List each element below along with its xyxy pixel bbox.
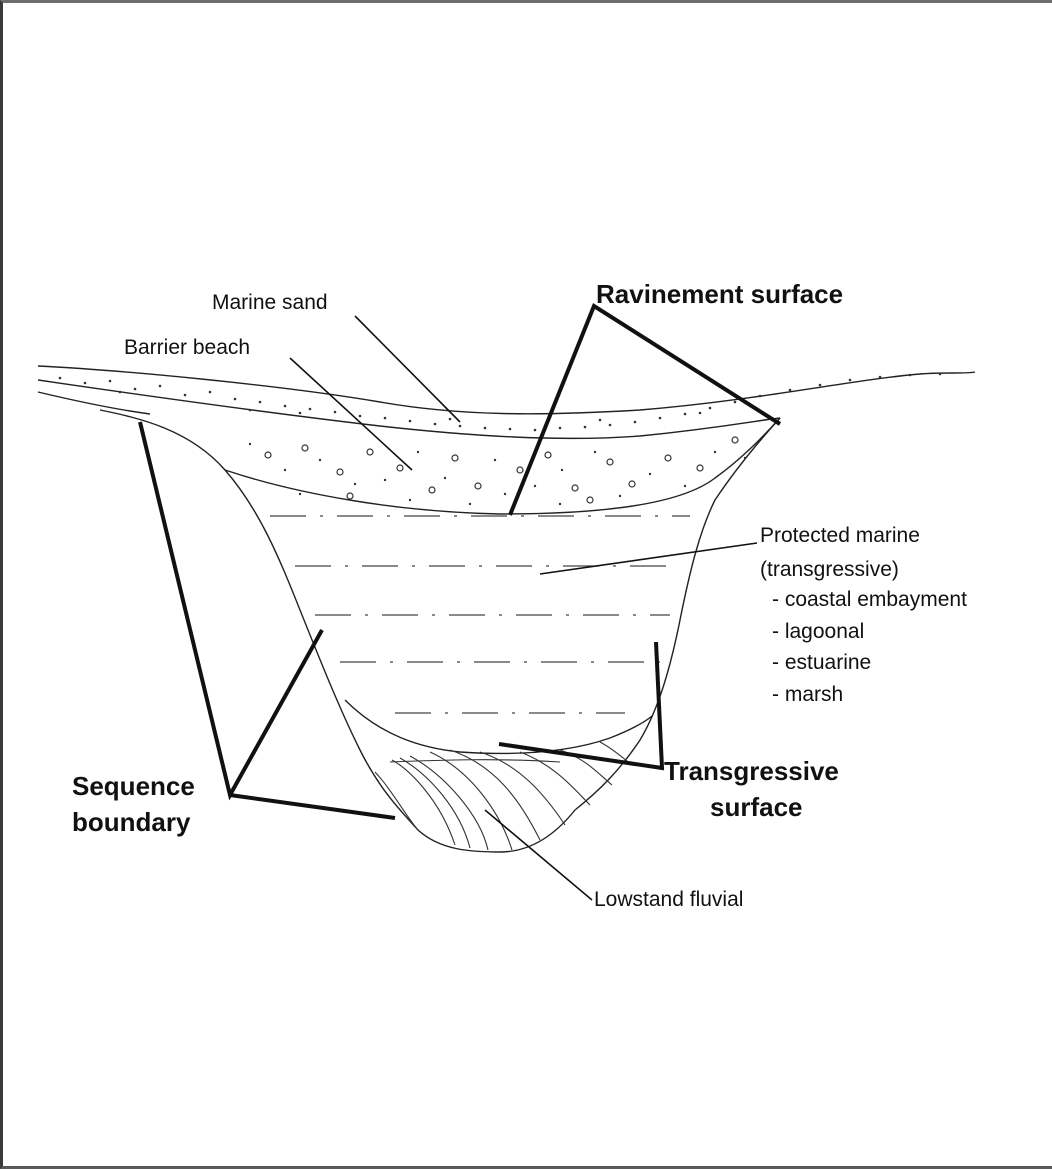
- ravinement-line: [225, 418, 780, 514]
- marine-sand-label: Marine sand: [212, 291, 328, 314]
- marine-sand-top: [38, 366, 975, 414]
- protected-marine-dashes: [270, 516, 690, 713]
- marine-sand-base: [38, 392, 150, 414]
- ravinement-surface-label: Ravinement surface: [596, 279, 843, 309]
- transgressive-surface-callout: [499, 642, 662, 768]
- sequence-label: Sequence: [72, 771, 195, 801]
- lowstand-fluvial-label: Lowstand fluvial: [594, 888, 743, 911]
- sub-item-lagoonal: - lagoonal: [772, 620, 864, 643]
- protected-marine-label: Protected marine: [760, 524, 920, 547]
- protected-marine-leader: [540, 543, 757, 574]
- barrier-beach-pebbles: [265, 437, 738, 503]
- barrier-beach-label: Barrier beach: [124, 336, 250, 359]
- surface-label: surface: [710, 792, 803, 822]
- transgressive-label: Transgressive: [664, 756, 839, 786]
- boundary-label: boundary: [72, 807, 191, 837]
- transgressive-paren-label: (transgressive): [760, 558, 899, 581]
- valley-right-wall: [500, 418, 780, 852]
- sub-item-estuarine: - estuarine: [772, 651, 871, 674]
- sequence-boundary-callout-lower: [230, 795, 395, 818]
- lowstand-fluvial-leader: [485, 810, 592, 900]
- sub-item-coastal: - coastal embayment: [772, 588, 967, 611]
- ravinement-callout: [510, 306, 780, 515]
- barrier-beach-leader: [290, 358, 412, 470]
- marine-sand-mid: [38, 380, 780, 438]
- sub-item-marsh: - marsh: [772, 683, 843, 706]
